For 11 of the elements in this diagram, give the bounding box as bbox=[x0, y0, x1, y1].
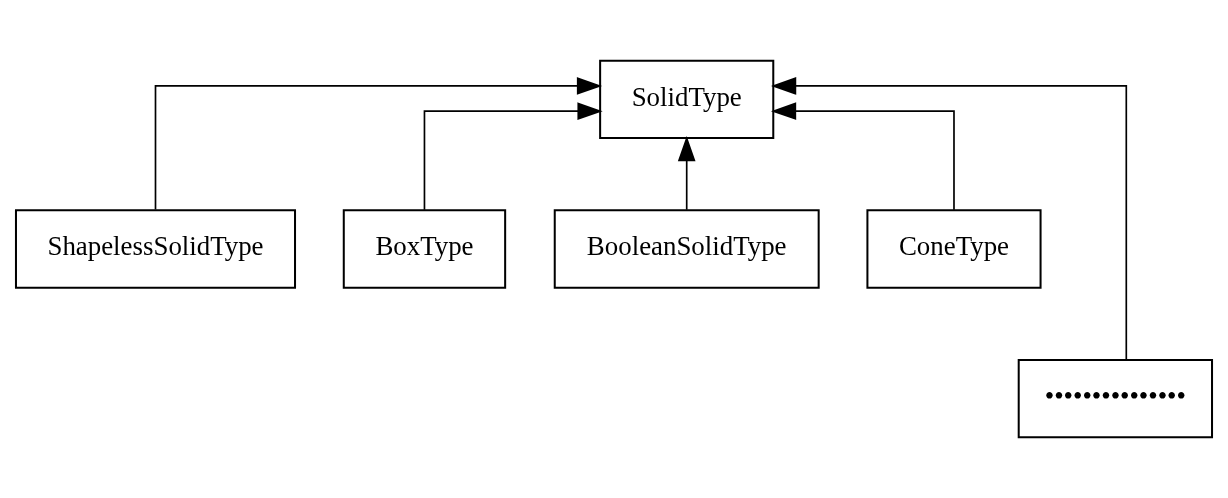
arrow bbox=[154, 77, 603, 211]
arrow bbox=[770, 102, 955, 211]
node-box: ShapelessSolidType bbox=[14, 209, 297, 289]
node-box: BoxType bbox=[342, 209, 507, 289]
node-box: ••••••••••••••• bbox=[1017, 358, 1214, 439]
node-box: BooleanSolidType bbox=[553, 209, 820, 289]
arrow bbox=[771, 77, 1128, 361]
node-box: SolidType bbox=[599, 59, 775, 140]
arrow bbox=[677, 135, 696, 211]
node-box: ConeType bbox=[866, 209, 1042, 289]
arrow bbox=[423, 102, 603, 211]
